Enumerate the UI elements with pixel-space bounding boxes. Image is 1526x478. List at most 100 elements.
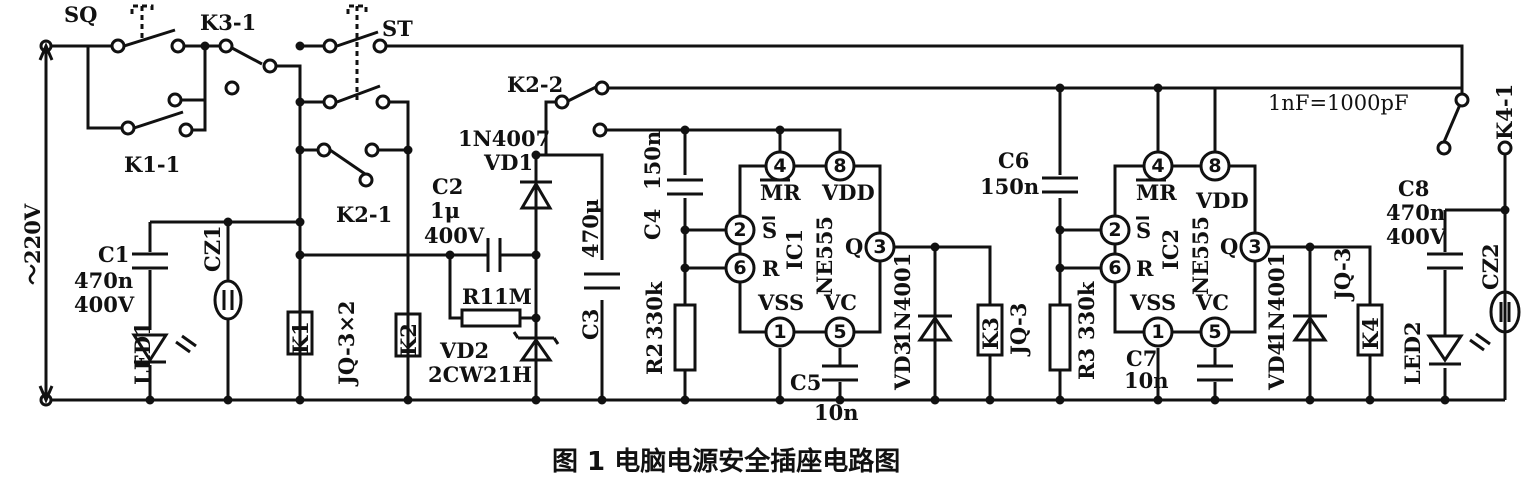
label-c6: C6 (998, 148, 1029, 173)
label-vd4-type: 1N4001 (1264, 253, 1289, 345)
label-k2-1: K2-1 (336, 202, 392, 227)
label-c2: C2 (432, 174, 463, 199)
terminals (39, 38, 1513, 407)
diode-vd1 (519, 180, 553, 210)
ic1-pin-4-label: 4 (773, 155, 786, 177)
label-sq: SQ (64, 2, 97, 27)
label-220v: ～220V (20, 203, 45, 285)
label-vd1: VD1 (483, 150, 533, 175)
label-led2: LED2 (1400, 321, 1425, 385)
label-r2-val: 330k (642, 281, 667, 340)
ic1-vc-label: VC (823, 290, 857, 315)
label-r3: R3 (1074, 348, 1099, 380)
wires (44, 44, 1507, 402)
switch-k4-1 (1442, 99, 1464, 143)
ic1-pin-6 (724, 252, 756, 284)
ic2-labels: MR VDD S R Q VSS VC IC2 NE555 (1129, 178, 1249, 315)
ic1-pin-8 (824, 150, 856, 182)
switch-k1-1 (133, 110, 184, 130)
label-k1: K1 (288, 321, 313, 354)
label-c6-val: 150n (980, 174, 1039, 199)
label-vd2-type: 2CW21H (428, 362, 532, 387)
label-r3-val: 330k (1074, 281, 1099, 340)
ic2-pins: 4 8 2 6 3 1 5 (1099, 150, 1271, 348)
ic2-mr-label: MR (1136, 180, 1177, 205)
ic2-pin-6 (1099, 252, 1131, 284)
label-led1: LED1 (130, 321, 155, 385)
ic1-name: IC1 (782, 229, 807, 270)
label-vd3: VD3 (890, 341, 915, 391)
ic1-type: NE555 (812, 216, 837, 295)
label-vd4: VD4 (1264, 341, 1289, 391)
ic1-pin-5-label: 5 (833, 321, 846, 343)
relay-coil-k1 (286, 310, 314, 356)
label-c7: C7 (1126, 346, 1157, 371)
label-c2-val: 1μ (430, 198, 460, 223)
ic2-pin-8 (1199, 150, 1231, 182)
capacitor-c5 (822, 364, 858, 382)
label-st: ST (382, 16, 413, 41)
ic1-pin-2 (724, 214, 756, 246)
label-cz2: CZ2 (1478, 243, 1503, 290)
ic2-pin-2-label: 2 (1108, 219, 1121, 241)
relay-coil-k2 (394, 312, 422, 358)
ic1-vdd-label: VDD (821, 180, 875, 205)
label-k4-type: JQ-3 (1330, 248, 1355, 302)
ic2-s-label: S (1136, 218, 1151, 243)
ic1-pin-3 (864, 231, 896, 263)
socket-cz1 (213, 279, 243, 321)
capacitor-c7 (1197, 364, 1233, 382)
ic1-pin-1 (764, 316, 796, 348)
label-k2-2: K2-2 (507, 72, 563, 97)
label-k3: K3 (978, 317, 1003, 350)
ic1-r-label: R (762, 256, 780, 281)
label-c1: C1 (98, 242, 129, 267)
note-unit: 1nF=1000pF (1268, 91, 1409, 115)
switch-k3-1 (175, 46, 263, 102)
ic1-pin-1-label: 1 (773, 321, 786, 343)
label-c1-val: 470n (74, 268, 133, 293)
capacitor-c4 (667, 178, 703, 196)
ic1-labels: MR VDD S R Q VSS VC IC1 NE555 (757, 178, 875, 315)
ic1-pin-5 (824, 316, 856, 348)
switch-k2-1 (329, 148, 369, 178)
ic2-pin-1 (1142, 316, 1174, 348)
label-c4-val: 150n (640, 131, 665, 190)
ic1-pin-6-label: 6 (733, 257, 746, 279)
label-jq-x2: JQ-3×2 (334, 300, 359, 387)
ic2-pin-5-label: 5 (1208, 321, 1221, 343)
label-k3-type: JQ-3 (1006, 303, 1031, 357)
capacitor-c2 (470, 238, 536, 272)
label-c8-val: 470n (1386, 200, 1445, 225)
label-r1: R11M (462, 284, 532, 309)
ic2-vss-label: VSS (1129, 290, 1176, 315)
label-k2: K2 (396, 323, 421, 356)
component-labels: SQ K3-1 ST K1-1 K2-2 K2-1 1N4007 VD1 C2 … (20, 2, 1517, 425)
junctions (145, 41, 1510, 405)
ic2-pin-6-label: 6 (1108, 257, 1121, 279)
ic2-pin-4-label: 4 (1151, 155, 1164, 177)
relay-coil-k4 (1356, 303, 1384, 357)
zener-vd2 (512, 331, 560, 362)
ic1-s-label: S (762, 218, 777, 243)
capacitor-c1 (132, 252, 168, 270)
ic2-vc-label: VC (1195, 290, 1229, 315)
label-c5-val: 10n (814, 400, 859, 425)
led1 (131, 333, 197, 364)
label-k1-1: K1-1 (124, 152, 180, 177)
ic2-pin-2 (1099, 214, 1131, 246)
ic2-pin-3-label: 3 (1248, 236, 1261, 258)
ic2-pin-1-label: 1 (1151, 321, 1164, 343)
label-k4: K4 (1358, 317, 1383, 350)
voltage-arrow (38, 42, 54, 404)
switch-sq (123, 4, 176, 48)
led2 (1426, 332, 1491, 366)
ic1-pin-3-label: 3 (873, 236, 886, 258)
label-c1-volt: 400V (74, 292, 135, 317)
diode-vd4 (1292, 314, 1328, 342)
label-c2-volt: 400V (424, 223, 485, 248)
label-vd3-type: 1N4001 (890, 253, 915, 345)
label-c5: C5 (790, 370, 821, 395)
